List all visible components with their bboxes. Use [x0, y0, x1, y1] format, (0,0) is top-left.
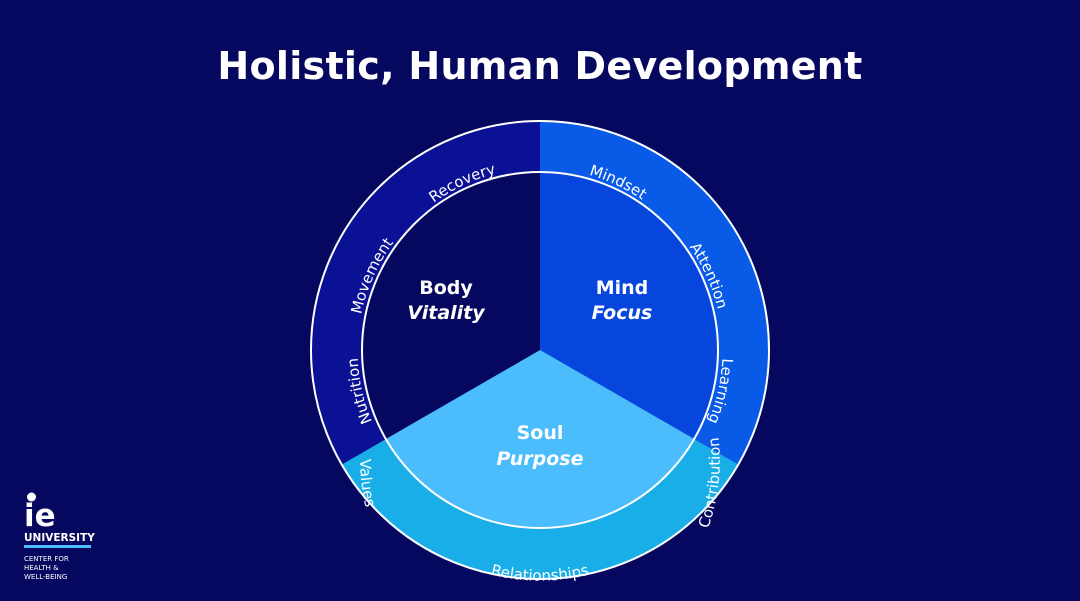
logo-underline	[24, 545, 91, 548]
logo-university: UNIVERSITY	[24, 532, 95, 544]
soul-sector	[385, 350, 695, 529]
mind-quality: Focus	[592, 302, 653, 324]
outer-ring-border	[310, 120, 770, 580]
logo-dot-icon	[27, 492, 36, 502]
soul-quality: Purpose	[497, 448, 584, 470]
inner-ring-border	[361, 171, 719, 529]
ring-label-values: Values	[356, 459, 379, 509]
ie-university-logo: ie UNIVERSITY CENTER FOR HEALTH & WELL-B…	[24, 492, 95, 581]
soul-title: Soul	[517, 422, 564, 444]
logo-mark: ie	[24, 498, 56, 534]
ring-label-relationships: Relationships	[490, 561, 591, 585]
logo-center-line2: HEALTH &	[24, 564, 59, 572]
page-title: Holistic, Human Development	[217, 44, 863, 88]
mind-title: Mind	[596, 277, 649, 299]
logo-center-line1: CENTER FOR	[24, 555, 69, 563]
body-title: Body	[419, 277, 473, 299]
body-quality: Vitality	[407, 302, 486, 324]
logo-center-line3: WELL-BEING	[24, 573, 67, 581]
body-sector	[361, 172, 540, 439]
mind-sector	[540, 171, 719, 439]
